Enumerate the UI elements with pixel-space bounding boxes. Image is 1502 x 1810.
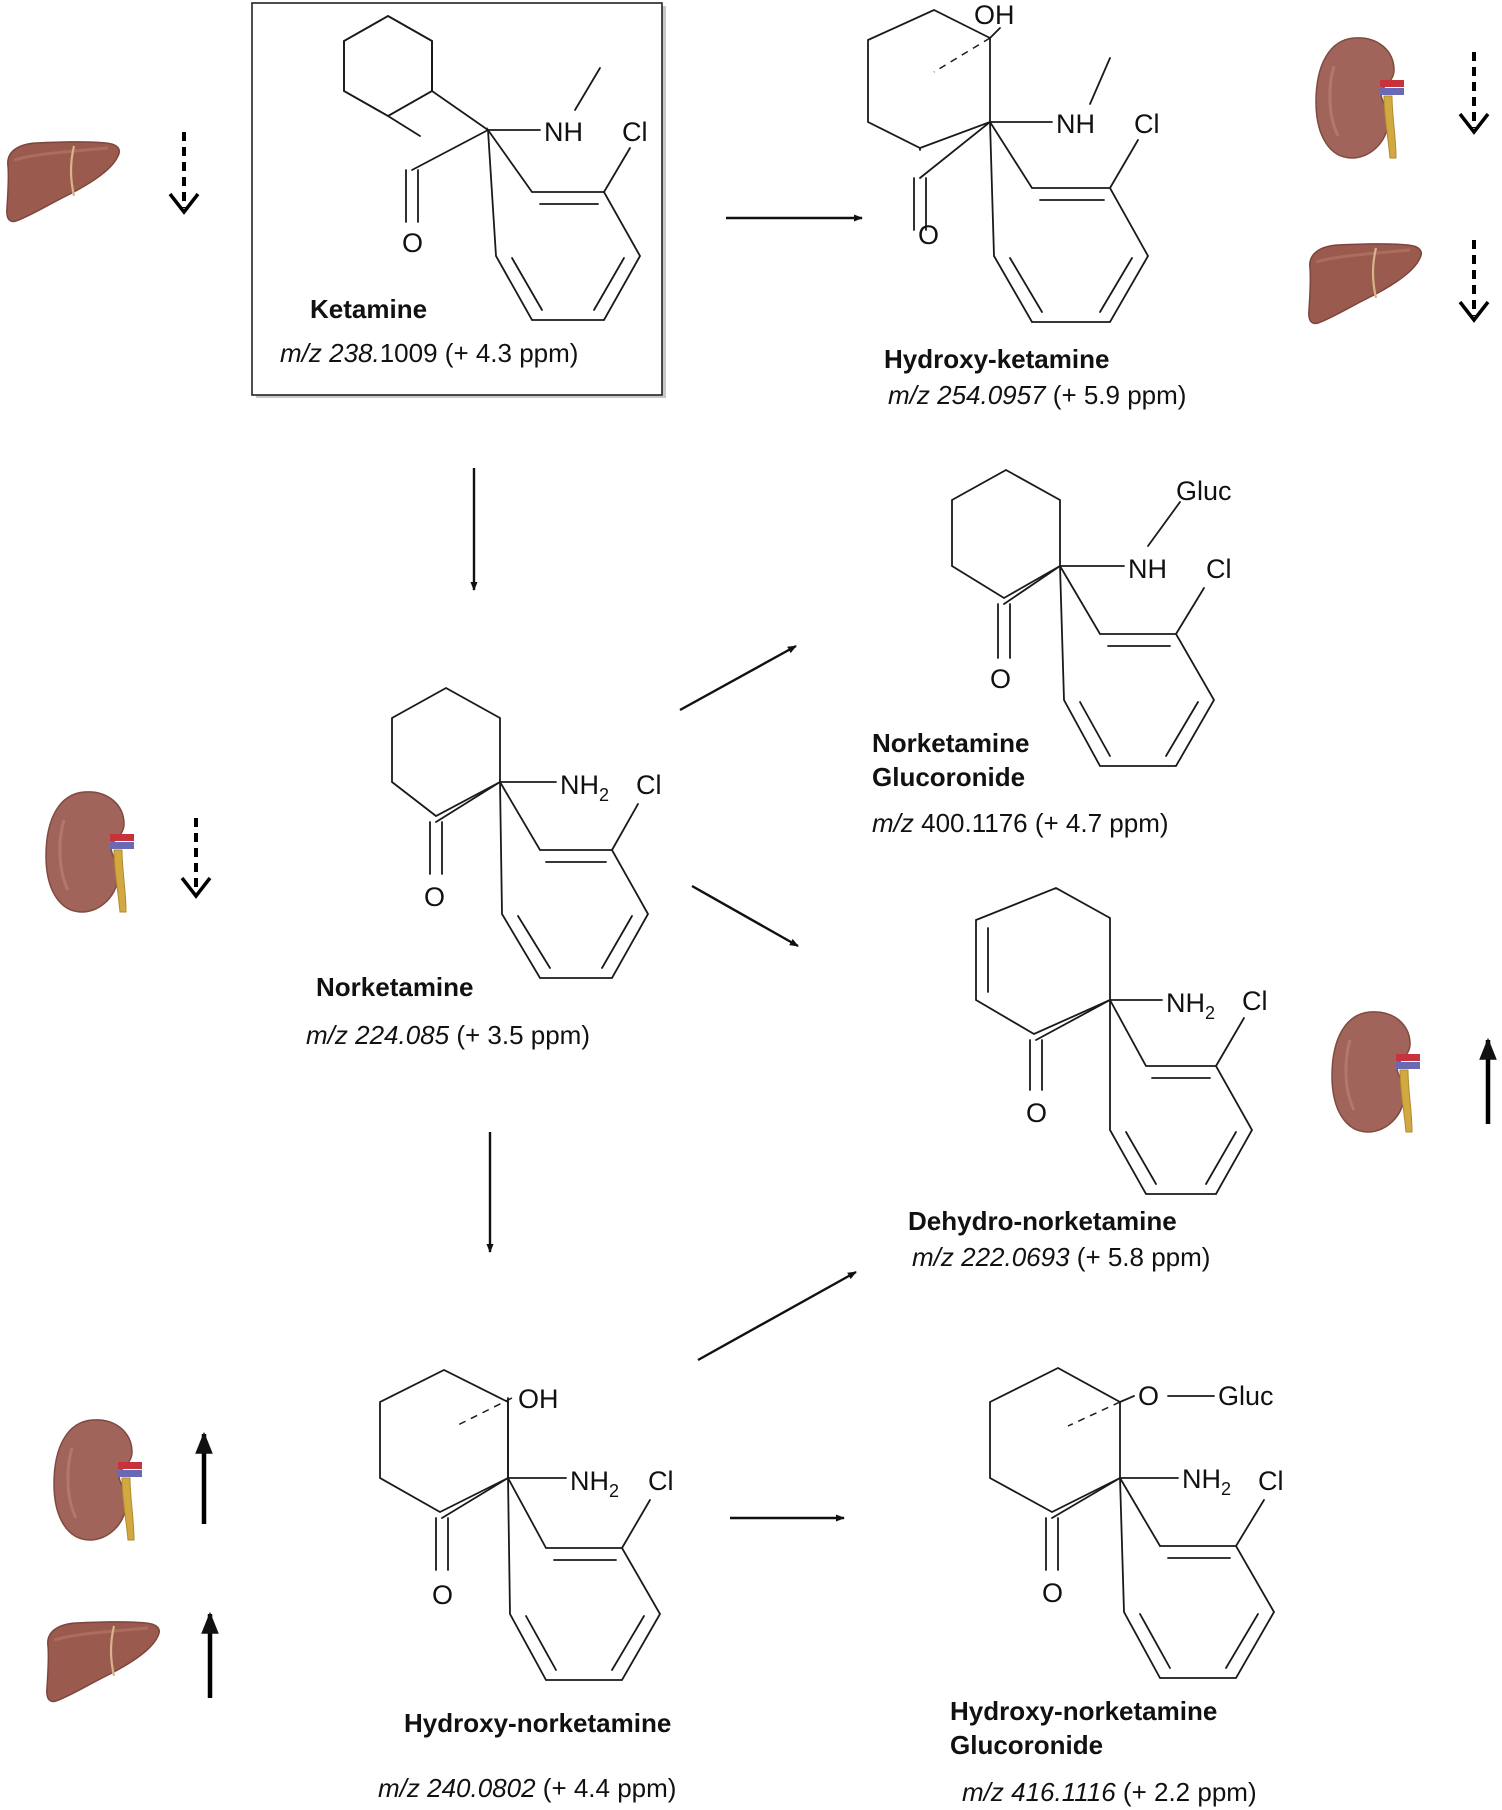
hydroxy-norketamine-glucoronide-ppm: (+ 2.2 ppm): [1116, 1777, 1257, 1807]
norketamine-glucoronide-mz: m/z 400.1176 (+ 4.7 ppm): [872, 808, 1169, 838]
ketamine-mz: m/z 238.1009 (+ 4.3 ppm): [280, 338, 578, 368]
norketamine-nh2-base: NH: [560, 770, 599, 800]
hydroxy-ketamine-mz-italic: 254.0957: [930, 380, 1047, 410]
ketamine-o-label: O: [402, 228, 423, 258]
hydroxy-norketamine-glucoronide-mz-italic: 416.1116: [1004, 1777, 1116, 1807]
hydroxy-norketamine-mz-italic: 240.0802: [420, 1773, 536, 1803]
ketamine-cl-label: Cl: [622, 117, 648, 147]
norketamine-mz: m/z 224.085 (+ 3.5 ppm): [306, 1020, 590, 1050]
hydroxy-ketamine-nh-label: NH: [1056, 109, 1095, 139]
hydroxy-ketamine-cl-label: Cl: [1134, 109, 1160, 139]
norketamine-cl-label: Cl: [636, 770, 662, 800]
dehydro-norketamine-nh2-label: NH2: [1166, 988, 1215, 1023]
hydroxy-norketamine-glucoronide-cl-label: Cl: [1258, 1466, 1284, 1496]
dehydro-norketamine-cl-label: Cl: [1242, 986, 1268, 1016]
ketamine-box: [251, 2, 663, 396]
norketamine-glucoronide-nh-label: NH: [1128, 554, 1167, 584]
norketamine-glucoronide-o-label: O: [990, 664, 1011, 694]
dehydro-norketamine-nh2-base: NH: [1166, 988, 1205, 1018]
trend-decrease-arrow-icon: [1458, 52, 1490, 135]
norketamine-glucoronide-ppm: (+ 4.7 ppm): [1028, 808, 1169, 838]
hydroxy-norketamine-nh2-base: NH: [570, 1466, 609, 1496]
hydroxy-norketamine-cl-label: Cl: [648, 1466, 674, 1496]
norketamine-glucoronide-cl-label: Cl: [1206, 554, 1232, 584]
norketamine-o-label: O: [424, 882, 445, 912]
liver-icon: [5, 140, 121, 223]
hydroxy-ketamine-mz: m/z 254.0957 (+ 5.9 ppm): [888, 380, 1186, 410]
hydroxy-norketamine-mz-label: m/z: [378, 1773, 420, 1803]
hydroxy-norketamine-nh2-label: NH2: [570, 1466, 619, 1501]
norketamine-glucoronide-name-line2: Glucoronide: [872, 762, 1025, 792]
trend-decrease-arrow-icon: [180, 818, 212, 899]
norketamine-mz-label: m/z: [306, 1020, 348, 1050]
hydroxy-ketamine-structure: OH NH Cl O: [867, 0, 1160, 323]
hydroxy-norketamine-glucoronide-mz-label: m/z: [962, 1777, 1004, 1807]
hydroxy-norketamine-glucoronide-structure: O Gluc NH2 Cl O: [989, 1366, 1284, 1679]
dehydro-norketamine-o-label: O: [1026, 1098, 1047, 1128]
trend-decrease-arrow-icon: [1458, 240, 1490, 323]
norketamine-nh2-label: NH2: [560, 770, 609, 805]
hydroxy-norketamine-glucoronide-name-line1: Hydroxy-norketamine: [950, 1696, 1217, 1726]
hydroxy-norketamine-glucoronide-nh2-label: NH2: [1182, 1464, 1231, 1499]
ketamine-name: Ketamine: [310, 294, 427, 324]
dehydro-norketamine-mz: m/z 222.0693 (+ 5.8 ppm): [912, 1242, 1210, 1272]
arrow-hydroxy-norketamine-to-dehydro: [697, 1270, 857, 1362]
kidney-icon: [44, 790, 136, 914]
norketamine-glucoronide-name-line1: Norketamine: [872, 728, 1030, 758]
dehydro-norketamine-name: Dehydro-norketamine: [908, 1206, 1177, 1236]
ketamine-nh-label: NH: [544, 117, 583, 147]
hydroxy-norketamine-structure: OH NH2 Cl O: [379, 1368, 674, 1681]
hydroxy-norketamine-mz: m/z 240.0802 (+ 4.4 ppm): [378, 1773, 676, 1803]
hydroxy-norketamine-glucoronide-name-line2: Glucoronide: [950, 1730, 1103, 1760]
arrow-norketamine-to-glucoronide: [679, 644, 797, 712]
hydroxy-norketamine-glucoronide-mz: m/z 416.1116 (+ 2.2 ppm): [962, 1777, 1257, 1807]
hydroxy-ketamine-mz-label: m/z: [888, 380, 930, 410]
hydroxy-ketamine-oh-label: OH: [974, 0, 1015, 30]
ketamine-mz-label: m/z: [280, 338, 322, 368]
hydroxy-norketamine-glucoronide-nh2-sub: 2: [1221, 1479, 1231, 1499]
hydroxy-norketamine-oh-label: OH: [518, 1384, 559, 1414]
norketamine-glucoronide-structure: Gluc NH Cl O: [951, 468, 1232, 767]
hydroxy-norketamine-ppm: (+ 4.4 ppm): [536, 1773, 677, 1803]
hydroxy-ketamine-name: Hydroxy-ketamine: [884, 344, 1109, 374]
hydroxy-norketamine-glucoronide-nh2-base: NH: [1182, 1464, 1221, 1494]
hydroxy-norketamine-name: Hydroxy-norketamine: [404, 1708, 671, 1738]
liver-icon: [45, 1620, 161, 1703]
dehydro-norketamine-ppm: (+ 5.8 ppm): [1070, 1242, 1211, 1272]
hydroxy-norketamine-o-label: O: [432, 1580, 453, 1610]
ketamine-ppm: (+ 4.3 ppm): [438, 338, 579, 368]
norketamine-glucoronide-mz-label: m/z: [872, 808, 914, 838]
hydroxy-norketamine-glucoronide-o-link-label: O: [1138, 1381, 1159, 1411]
norketamine-name: Norketamine: [316, 972, 474, 1002]
norketamine-ppm: (+ 3.5 ppm): [449, 1020, 590, 1050]
dehydro-norketamine-structure: NH2 Cl O: [975, 887, 1268, 1195]
hydroxy-norketamine-nh2-sub: 2: [609, 1481, 619, 1501]
ketamine-mz-rest: 1009: [380, 338, 438, 368]
norketamine-nh2-sub: 2: [599, 785, 609, 805]
hydroxy-norketamine-glucoronide-gluc-label: Gluc: [1218, 1381, 1274, 1411]
ketamine-structure: NH Cl O: [251, 2, 666, 398]
hydroxy-ketamine-ppm: (+ 5.9 ppm): [1046, 380, 1187, 410]
trend-decrease-arrow-icon: [168, 132, 200, 215]
hydroxy-norketamine-glucoronide-o-label: O: [1042, 1578, 1063, 1608]
hydroxy-ketamine-o-label: O: [918, 220, 939, 250]
arrow-norketamine-to-dehydro: [691, 884, 799, 948]
kidney-icon: [52, 1418, 144, 1542]
liver-icon: [1307, 242, 1423, 325]
norketamine-glucoronide-mz-rest: 400.1176: [914, 808, 1028, 838]
dehydro-norketamine-mz-italic: 222.0693: [954, 1242, 1070, 1272]
kidney-icon: [1314, 36, 1406, 160]
ketamine-mz-italic: 238.: [322, 338, 380, 368]
norketamine-glucoronide-gluc-label: Gluc: [1176, 476, 1232, 506]
kidney-icon: [1330, 1010, 1422, 1134]
dehydro-norketamine-mz-label: m/z: [912, 1242, 954, 1272]
norketamine-mz-italic: 224.085: [348, 1020, 450, 1050]
norketamine-structure: NH2 Cl O: [391, 686, 662, 979]
dehydro-norketamine-nh2-sub: 2: [1205, 1003, 1215, 1023]
